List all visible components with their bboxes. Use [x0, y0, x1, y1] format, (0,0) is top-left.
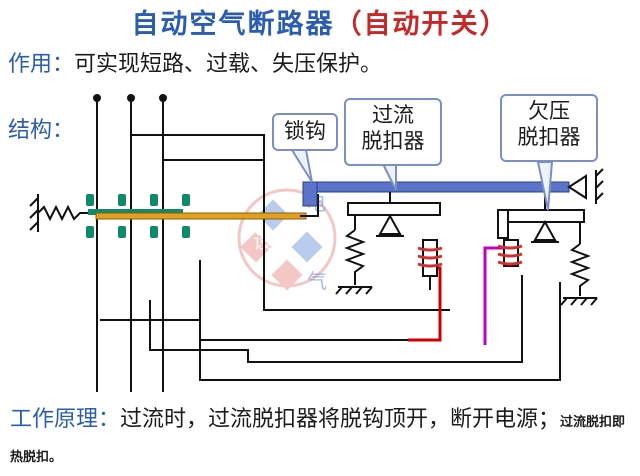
- contact-bar: [88, 209, 183, 215]
- callout-overcurrent-release: 过流 脱扣器: [344, 98, 442, 166]
- structure-label: 结构：: [8, 118, 75, 143]
- phase-lines: [93, 94, 167, 392]
- release-rod: [303, 181, 570, 193]
- title-main: 自动空气断路器: [131, 9, 335, 40]
- page-title: 自动空气断路器（自动开关）: [0, 2, 640, 41]
- overcurrent-coil: [417, 239, 443, 290]
- principle-text: 过流时，过流脱扣器将脱钩顶开，断开电源；: [120, 407, 561, 432]
- undervoltage-armature: [497, 192, 585, 243]
- rod-pivot: [567, 168, 604, 204]
- callout-undervoltage-line2: 脱扣器: [517, 125, 581, 149]
- principle-note: 过流脱扣即热脱扣。: [10, 415, 626, 465]
- watermark-char-3: 气: [307, 269, 327, 293]
- overcurrent-wire: [408, 266, 442, 342]
- main-spring: [29, 194, 88, 232]
- callout-undervoltage-line1: 欠压: [528, 99, 570, 123]
- overcurrent-spring: [335, 215, 373, 295]
- callout-overcurrent-line1: 过流: [372, 103, 414, 127]
- hook-link: [300, 194, 319, 217]
- overcurrent-armature: [347, 192, 441, 237]
- purpose-line: 作用：可实现短路、过载、失压保护。: [8, 46, 382, 78]
- main-contacts: [86, 194, 190, 238]
- title-paren: （自动开关）: [334, 9, 509, 40]
- callout-overcurrent-line2: 脱扣器: [361, 129, 425, 153]
- callout-lock-hook: 锁钩: [272, 113, 338, 151]
- callout-undervoltage-release: 欠压 脱扣器: [500, 94, 598, 162]
- lock-hook: [302, 181, 318, 207]
- working-principle: 工作原理：过流时，过流脱扣器将脱钩顶开，断开电源；过流脱扣即热脱扣。: [10, 404, 635, 474]
- principle-label: 工作原理：: [10, 407, 121, 432]
- lock-bar: [95, 212, 307, 220]
- control-wiring: [100, 134, 561, 381]
- purpose-label: 作用：: [8, 52, 75, 77]
- purpose-text: 可实现短路、过载、失压保护。: [74, 52, 383, 77]
- undervoltage-coil: [497, 239, 523, 267]
- callout-lock-hook-text: 锁钩: [284, 119, 326, 143]
- undervoltage-spring: [560, 222, 598, 306]
